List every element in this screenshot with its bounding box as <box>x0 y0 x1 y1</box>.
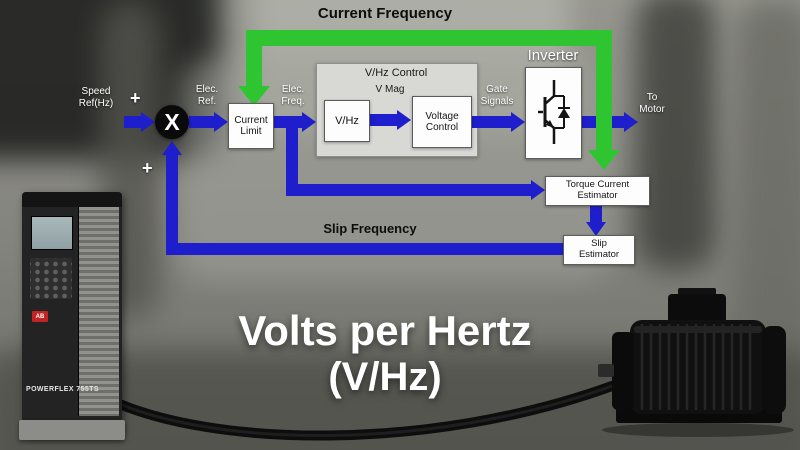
sum-to-current-limit-arrowhead <box>214 112 228 132</box>
current-frequency-path-left <box>246 30 262 86</box>
drive-brand-label: POWERFLEX 755TS <box>26 386 99 394</box>
speed-ref-arrowhead <box>141 112 155 132</box>
inverter-to-motor-arrowhead <box>624 112 638 132</box>
allen-bradley-logo: AB <box>32 311 48 323</box>
sum-plus-bottom: + <box>142 158 153 178</box>
current-frequency-arrowhead-right <box>588 150 620 170</box>
elec-freq-label: Elec. Freq. <box>281 84 305 107</box>
voltage-control-to-inverter-line <box>470 116 511 128</box>
igbt-symbol <box>537 80 570 144</box>
inverter-block <box>525 67 582 159</box>
vhz-to-voltage-control-arrowhead <box>397 110 411 130</box>
current-frequency-path-right <box>596 30 612 150</box>
inverter-title: Inverter <box>527 47 579 64</box>
torque-current-estimator-block: Torque Current Estimator <box>545 176 650 206</box>
current-limit-to-vhz-arrowhead <box>302 112 316 132</box>
slip-return-arrowhead <box>162 141 182 155</box>
powerflex-drive: AB POWERFLEX 755TS <box>19 192 125 440</box>
voltage-control-block: Voltage Control <box>412 96 472 148</box>
title-line-1: Volts per Hertz <box>238 307 532 354</box>
summing-junction: X <box>155 105 189 139</box>
vhz-to-voltage-control-line <box>368 114 397 126</box>
gate-signals-label: Gate Signals <box>480 84 514 107</box>
sum-plus-top: + <box>130 88 141 108</box>
elec-freq-feedback-arrowhead <box>531 180 545 200</box>
slip-return-horizontal <box>168 243 563 255</box>
current-frequency-arrowhead-left <box>238 86 270 106</box>
slip-return-vertical <box>166 155 178 255</box>
speed-ref-label: Speed Ref(Hz) <box>78 86 114 109</box>
elec-ref-label: Elec. Ref. <box>195 84 219 107</box>
slip-estimator-block: Slip Estimator <box>563 235 635 265</box>
vhz-control-title: V/Hz Control <box>364 67 428 79</box>
to-motor-label: To Motor <box>639 92 665 115</box>
drive-display <box>31 216 73 250</box>
current-limit-block: Current Limit <box>228 103 274 149</box>
tce-to-slip-arrowhead <box>586 222 606 236</box>
drive-base <box>19 420 125 440</box>
vhz-block: V/Hz <box>324 100 370 142</box>
drive-keypad <box>30 257 72 299</box>
ac-motor <box>598 288 798 438</box>
drive-heatsink <box>78 206 119 416</box>
elec-freq-feedback-horizontal <box>286 184 531 196</box>
tce-to-slip-line <box>590 204 602 222</box>
voltage-control-to-inverter-arrowhead <box>511 112 525 132</box>
current-frequency-path-top <box>246 30 612 46</box>
slip-frequency-label: Slip Frequency <box>323 221 417 236</box>
current-limit-to-vhz-line <box>272 116 302 128</box>
elec-freq-feedback-vertical <box>286 126 298 196</box>
current-frequency-label: Current Frequency <box>317 5 453 22</box>
background-blob <box>636 0 716 270</box>
v-mag-label: V Mag <box>375 84 405 95</box>
title-line-2: (V/Hz) <box>328 355 442 400</box>
sum-to-current-limit-line <box>189 116 214 128</box>
main-title: Volts per Hertz (V/Hz) <box>170 307 600 400</box>
motor-image <box>598 288 794 437</box>
speed-ref-line <box>124 116 141 128</box>
drive-top-cap <box>22 192 122 207</box>
